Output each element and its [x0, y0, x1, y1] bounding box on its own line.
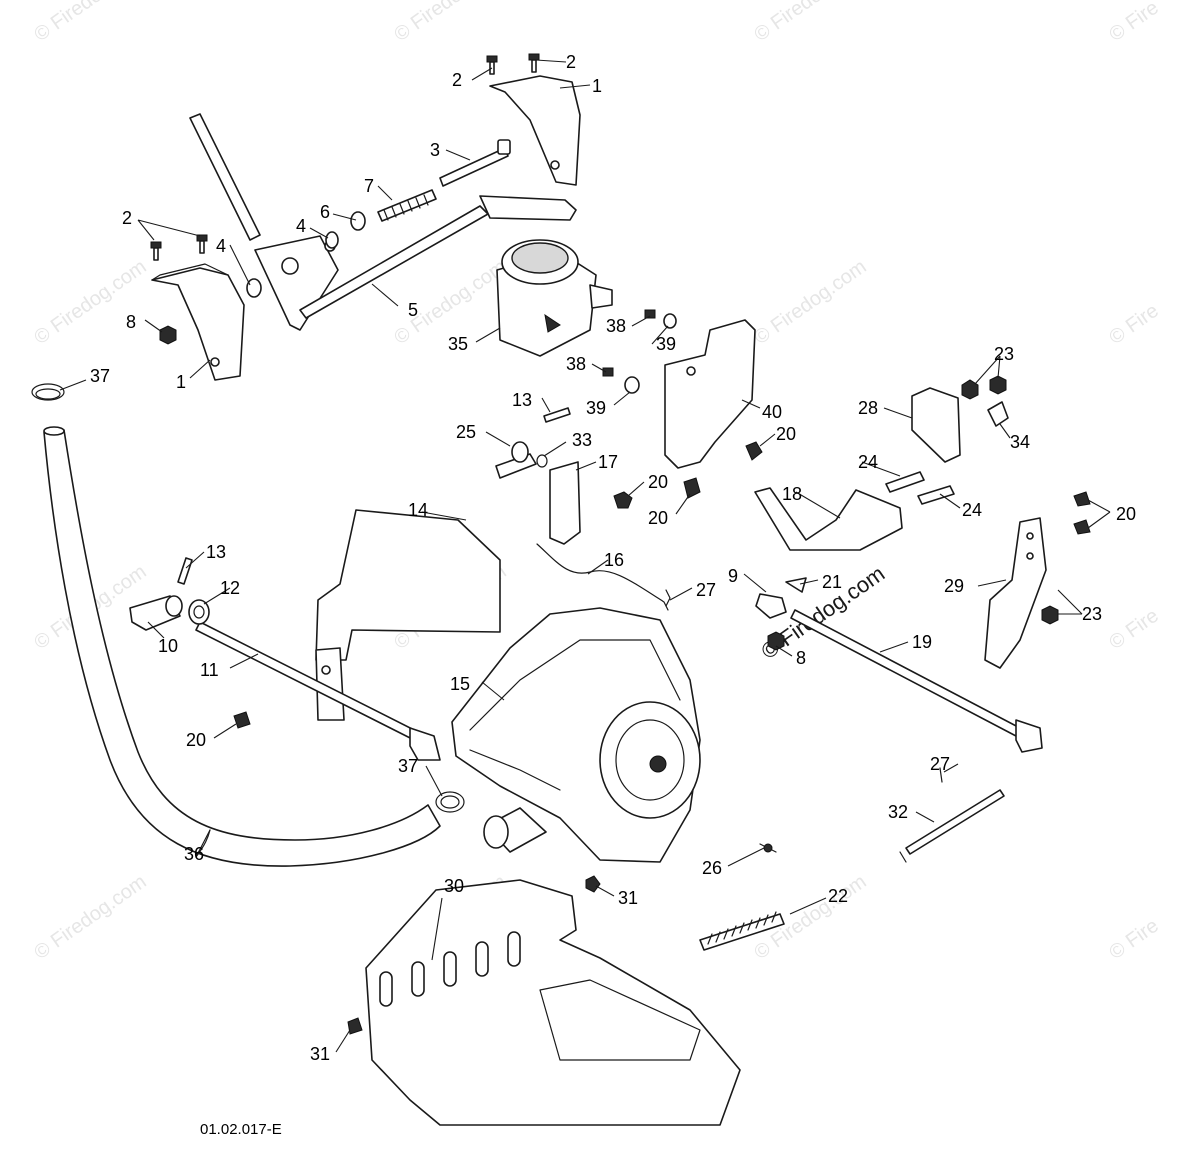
callout-20: 20 — [186, 730, 206, 750]
callout-37: 37 — [398, 756, 418, 776]
callout-7: 7 — [364, 176, 374, 196]
watermark: © Fire — [1105, 605, 1162, 654]
watermark: © Fire — [1105, 0, 1162, 46]
callout-5: 5 — [408, 300, 418, 320]
callout-24: 24 — [962, 500, 982, 520]
callout-19: 19 — [912, 632, 932, 652]
part-reservoir — [496, 239, 613, 357]
callout-32: 32 — [888, 802, 908, 822]
callout-12: 12 — [220, 578, 240, 598]
watermark: © Firedog.com — [30, 0, 150, 46]
callout-15: 15 — [450, 674, 470, 694]
callout-26: 26 — [702, 858, 722, 878]
part-bracket-top — [489, 75, 581, 186]
watermark: © Firedog.com — [30, 871, 150, 964]
part-clamp-top — [31, 383, 65, 401]
callout-13: 13 — [512, 390, 532, 410]
callout-27: 27 — [696, 580, 716, 600]
leader-lines — [59, 59, 1111, 1053]
callout-39: 39 — [656, 334, 676, 354]
part-nut-8 — [159, 325, 177, 345]
callout-30: 30 — [444, 876, 464, 896]
part-small-hardware — [246, 139, 511, 298]
callout-23: 23 — [1082, 604, 1102, 624]
callout-38: 38 — [606, 316, 626, 336]
part-bracket-40 — [664, 319, 756, 469]
part-hardware-38-39 — [602, 309, 677, 394]
callout-20: 20 — [776, 424, 796, 444]
callout-2: 2 — [122, 208, 132, 228]
watermark: © Fire — [1105, 915, 1162, 964]
callout-17: 17 — [598, 452, 618, 472]
callout-8: 8 — [796, 648, 806, 668]
callout-20: 20 — [1116, 504, 1136, 524]
part-hose — [43, 426, 441, 867]
callout-4: 4 — [296, 216, 306, 236]
watermark: © Firedog.com — [390, 0, 510, 46]
callout-2: 2 — [566, 52, 576, 72]
part-bracket-28 — [911, 375, 1009, 463]
part-rod-19 — [755, 577, 1043, 753]
callout-8: 8 — [126, 312, 136, 332]
callout-24: 24 — [858, 452, 878, 472]
callout-10: 10 — [158, 636, 178, 656]
callout-11: 11 — [200, 660, 219, 680]
callout-2: 2 — [452, 70, 462, 90]
callout-9: 9 — [728, 566, 738, 586]
part-bracket-29 — [984, 517, 1059, 669]
callout-31: 31 — [618, 888, 638, 908]
callout-6: 6 — [320, 202, 330, 222]
callout-14: 14 — [408, 500, 428, 520]
callout-37: 37 — [90, 366, 110, 386]
callout-28: 28 — [858, 398, 878, 418]
callout-16: 16 — [604, 550, 624, 570]
watermark: © Firedog.com — [750, 256, 870, 349]
callout-39: 39 — [586, 398, 606, 418]
part-clamp-lower — [435, 791, 465, 813]
callout-22: 22 — [828, 886, 848, 906]
part-shaft-11 — [129, 557, 441, 761]
part-skid-plate — [347, 875, 741, 1126]
callout-20: 20 — [648, 472, 668, 492]
callout-40: 40 — [762, 402, 782, 422]
callout-13: 13 — [206, 542, 226, 562]
callout-3: 3 — [430, 140, 440, 160]
callout-labels: 2 2 1 3 7 6 4 2 4 8 1 5 37 35 38 39 38 3… — [90, 52, 1136, 1064]
callout-35: 35 — [448, 334, 468, 354]
callout-18: 18 — [782, 484, 802, 504]
part-screws-20 — [233, 441, 1091, 729]
callout-29: 29 — [944, 576, 964, 596]
part-transaxle — [451, 607, 701, 863]
part-bracket-18 — [754, 471, 955, 551]
callout-36: 36 — [184, 844, 204, 864]
part-control-rod — [189, 113, 577, 331]
watermark: © Firedog.com — [750, 0, 870, 46]
part-bolts-2 — [150, 53, 540, 261]
callout-27: 27 — [930, 754, 950, 774]
part-linkage-upper — [495, 407, 669, 611]
callout-20: 20 — [648, 508, 668, 528]
diagram-code: 01.02.017-E — [200, 1121, 282, 1138]
part-springs — [665, 589, 1005, 951]
part-bracket-left — [151, 263, 245, 381]
callout-25: 25 — [456, 422, 476, 442]
callout-33: 33 — [572, 430, 592, 450]
watermark: © Fire — [1105, 300, 1162, 349]
callout-21: 21 — [822, 572, 842, 592]
callout-1: 1 — [176, 372, 186, 392]
part-plate-14 — [315, 509, 501, 721]
watermark: © Firedog.com — [30, 256, 150, 349]
callout-31: 31 — [310, 1044, 330, 1064]
callout-38: 38 — [566, 354, 586, 374]
callout-4: 4 — [216, 236, 226, 256]
callout-23: 23 — [994, 344, 1014, 364]
callout-34: 34 — [1010, 432, 1030, 452]
callout-1: 1 — [592, 76, 602, 96]
